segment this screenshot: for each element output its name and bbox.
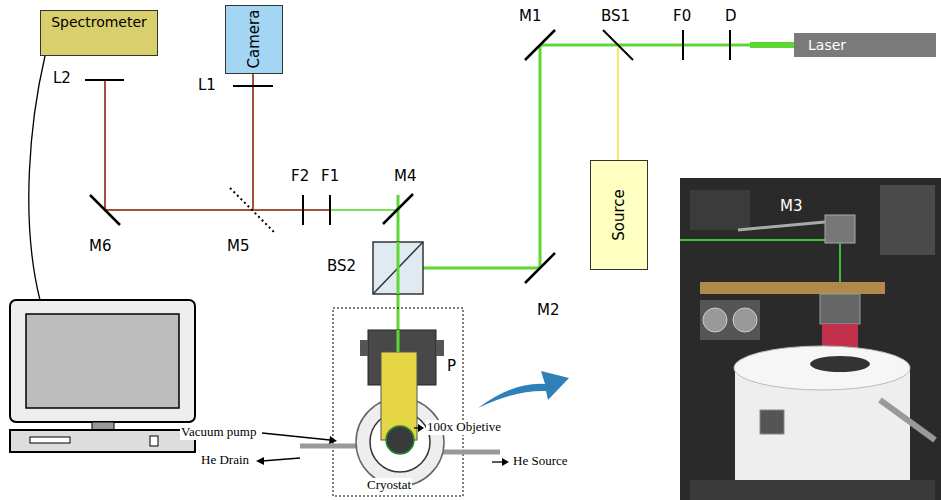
laser-beam bbox=[397, 330, 400, 352]
photo-equipment bbox=[690, 190, 750, 230]
arrowhead bbox=[418, 424, 424, 432]
photo-beam bbox=[680, 239, 838, 241]
part-label: BS2 bbox=[326, 258, 357, 275]
laser-beam bbox=[330, 209, 398, 211]
diaphragm bbox=[729, 30, 731, 60]
photo-rod bbox=[738, 222, 825, 230]
part-label: L2 bbox=[52, 70, 72, 87]
pipe bbox=[442, 450, 500, 455]
lens bbox=[85, 79, 124, 81]
laser-beam bbox=[397, 242, 400, 294]
part-label: M6 bbox=[88, 238, 113, 255]
part-label: F0 bbox=[672, 8, 692, 25]
mirror bbox=[525, 253, 555, 283]
mirror bbox=[90, 195, 120, 225]
photo-label: M3 bbox=[780, 198, 803, 215]
photo-window bbox=[810, 356, 870, 372]
part-label: M5 bbox=[226, 238, 251, 255]
drive-slot bbox=[30, 437, 70, 443]
callout-label: 100x Objetive bbox=[426, 420, 502, 435]
monitor-screen bbox=[26, 314, 179, 408]
power-button bbox=[150, 436, 158, 446]
photo-cryostat bbox=[734, 346, 910, 390]
callout-label: He Source bbox=[512, 454, 569, 469]
pipe bbox=[300, 444, 358, 449]
callout-label: Vacuum pump bbox=[180, 425, 257, 440]
monitor-stand bbox=[92, 422, 114, 430]
photo-equipment bbox=[880, 185, 935, 255]
filter bbox=[302, 195, 304, 225]
laser-beam bbox=[420, 267, 540, 270]
beam-splitter bbox=[603, 30, 633, 60]
signal-beam bbox=[252, 68, 254, 210]
source-box: Source bbox=[590, 160, 648, 270]
photo-knob bbox=[733, 308, 757, 332]
filter bbox=[329, 195, 331, 225]
lamp-beam bbox=[617, 45, 619, 160]
signal-beam bbox=[105, 209, 330, 211]
part-label: L1 bbox=[197, 77, 217, 94]
sample bbox=[386, 426, 414, 454]
part-label: F2 bbox=[290, 168, 310, 185]
computer-case bbox=[10, 430, 195, 452]
photo-pipe bbox=[880, 400, 935, 440]
box-label: Camera bbox=[245, 10, 263, 69]
stage-tab bbox=[360, 340, 368, 356]
photo-port bbox=[760, 410, 784, 434]
part-label: P bbox=[446, 358, 457, 375]
signal-beam bbox=[104, 80, 106, 210]
laser-beam bbox=[397, 195, 400, 352]
part-label: D bbox=[724, 8, 738, 25]
callout-label: He Drain bbox=[200, 453, 250, 468]
lens bbox=[233, 85, 273, 87]
photo-board bbox=[700, 282, 885, 294]
leader-line bbox=[262, 433, 330, 440]
box-label: Laser bbox=[794, 33, 936, 57]
laser-beam bbox=[540, 44, 800, 47]
laser-beam bbox=[539, 45, 542, 268]
leader-line bbox=[262, 458, 300, 461]
beam-splitter-cube bbox=[373, 242, 423, 294]
photo-mirror-mount bbox=[825, 215, 855, 243]
part-label: F1 bbox=[320, 168, 340, 185]
spectrometer-box: Spectrometer bbox=[40, 10, 158, 56]
callout-label: Cryostat bbox=[366, 478, 412, 493]
box-label: Source bbox=[610, 189, 628, 241]
leader-line bbox=[492, 461, 503, 462]
photo-table bbox=[690, 480, 935, 500]
stage-tab bbox=[436, 340, 444, 356]
part-label: M4 bbox=[393, 168, 418, 185]
beam-splitter-cube bbox=[373, 242, 423, 294]
arrowhead bbox=[502, 458, 509, 466]
laser-beam bbox=[750, 42, 800, 48]
photo bbox=[680, 178, 941, 500]
part-label: M2 bbox=[536, 302, 561, 319]
photo-objective bbox=[820, 294, 860, 324]
part-label: BS1 bbox=[600, 8, 631, 25]
photo-knob bbox=[703, 308, 727, 332]
laser-box: Laser bbox=[794, 33, 936, 57]
spectrometer-cable bbox=[29, 56, 45, 300]
filter bbox=[682, 30, 684, 60]
arrowhead bbox=[256, 457, 264, 465]
part-label: M1 bbox=[518, 8, 543, 25]
camera-box: Camera bbox=[225, 5, 283, 74]
flip-mirror bbox=[230, 188, 276, 234]
zoom-arrow bbox=[478, 371, 569, 408]
photo-stage bbox=[700, 300, 760, 340]
arrowhead bbox=[329, 436, 337, 444]
monitor bbox=[10, 300, 195, 422]
box-label: Spectrometer bbox=[41, 11, 157, 30]
mirror bbox=[525, 30, 555, 60]
mirror bbox=[383, 194, 413, 224]
cryostat-region bbox=[333, 308, 463, 496]
